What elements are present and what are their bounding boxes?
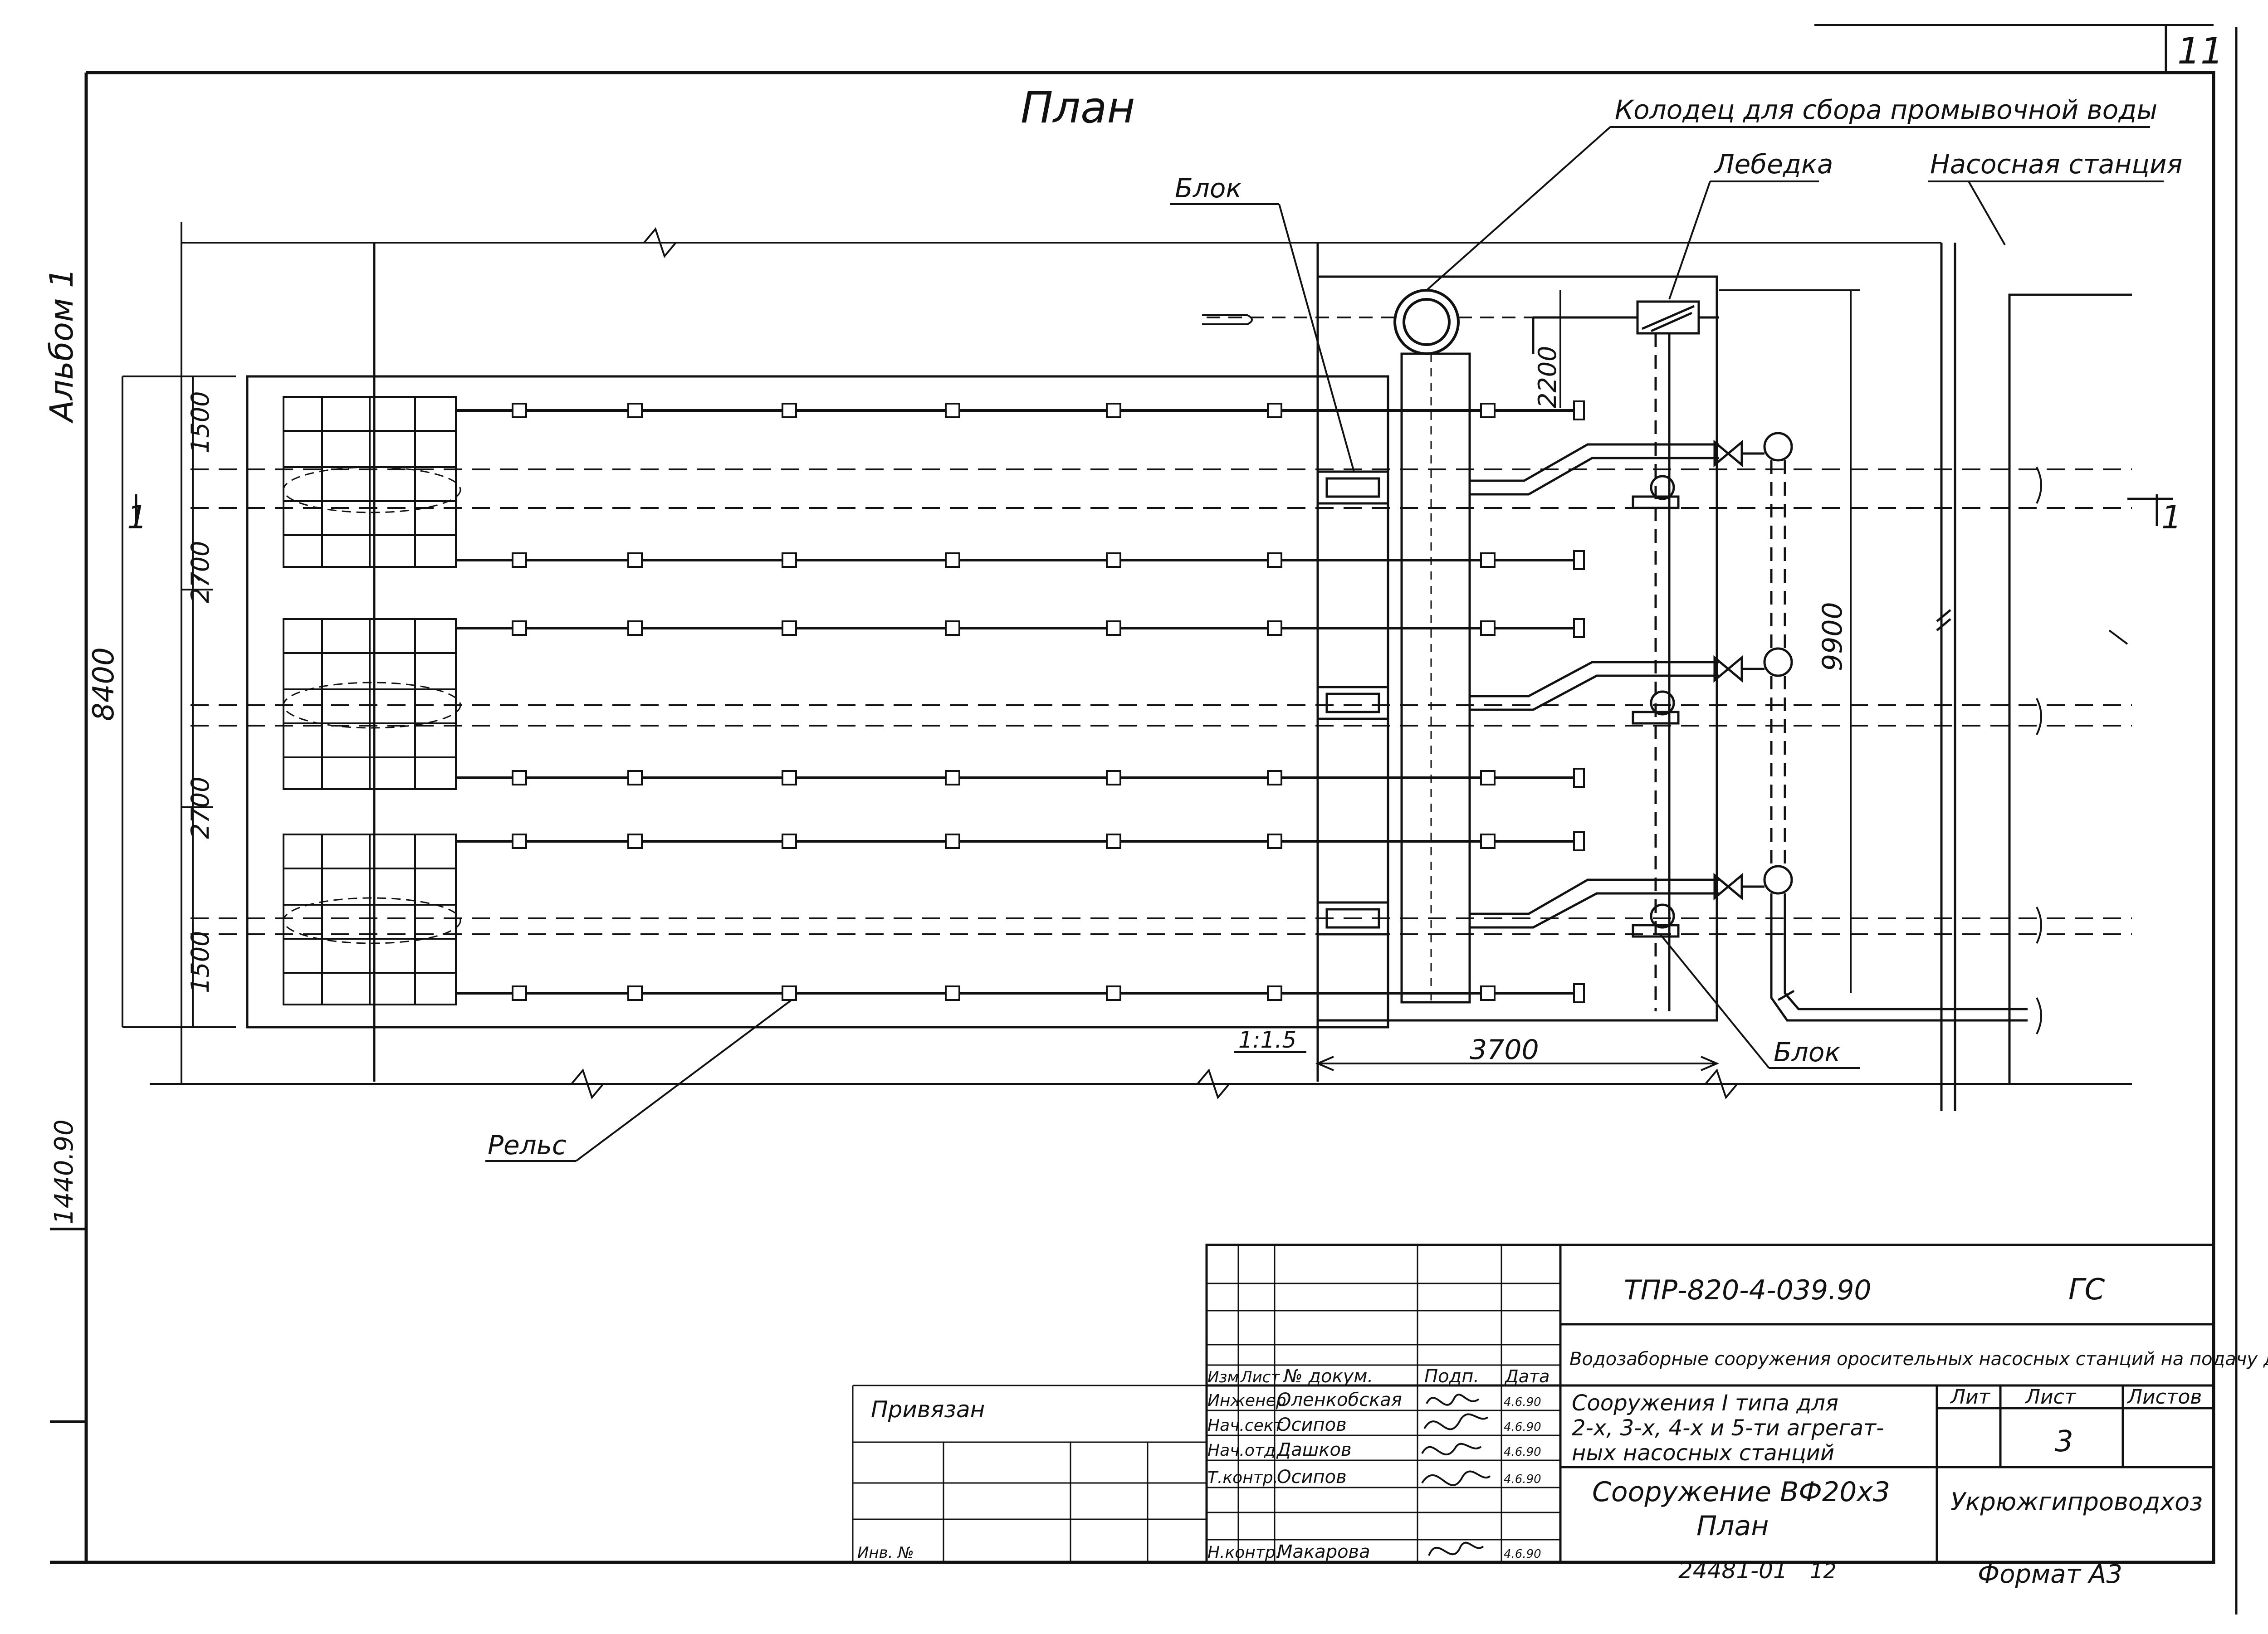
sheet-frame bbox=[50, 24, 2238, 1614]
dim-3700: 3700 bbox=[1470, 1034, 1539, 1066]
discharge-pipes bbox=[1470, 333, 2028, 1022]
staff-name: Оленкобская bbox=[1277, 1390, 1402, 1410]
rails bbox=[456, 409, 1583, 995]
archive-sheet: 12 bbox=[1810, 1559, 1837, 1583]
rail-sleepers bbox=[512, 400, 1585, 1003]
format-label: Формат А3 bbox=[1978, 1560, 2122, 1589]
staff-role: Т.контр. bbox=[1207, 1468, 1278, 1487]
pulley-blocks bbox=[1316, 470, 1389, 936]
signatures bbox=[1421, 1394, 1491, 1556]
dim-2700-top: 2700 bbox=[186, 541, 215, 603]
callout-winch: Лебедка bbox=[1714, 149, 1833, 180]
staff-name: Макарова bbox=[1277, 1541, 1370, 1562]
slope-label: 1:1.5 bbox=[1238, 1027, 1296, 1053]
staff-date: 4.6.90 bbox=[1504, 1395, 1541, 1409]
section-marks bbox=[135, 494, 2173, 526]
staff-role: Нач.сект bbox=[1207, 1416, 1284, 1435]
callout-rail: Рельс bbox=[488, 1130, 567, 1161]
part-title-1: Сооружения I типа для bbox=[1572, 1390, 1838, 1416]
staff-date: 4.6.90 bbox=[1504, 1473, 1541, 1486]
staff-role: Нач.отд bbox=[1207, 1441, 1276, 1460]
title-block-grid bbox=[852, 1244, 2215, 1564]
dim-1500-bottom: 1500 bbox=[186, 931, 215, 993]
project-title: Водозаборные сооружения оросительных нас… bbox=[1569, 1349, 2268, 1370]
cable-centre-lines bbox=[191, 468, 2132, 935]
lit-header: Лит bbox=[1950, 1385, 1991, 1409]
staff-role: Н.контр. bbox=[1207, 1543, 1281, 1562]
dimension-lines-right bbox=[1315, 289, 1860, 1071]
sheet-number: 11 bbox=[2177, 30, 2224, 72]
staff-date: 4.6.90 bbox=[1504, 1445, 1541, 1459]
filter-cassettes bbox=[283, 396, 461, 1005]
hdr-list: Лист bbox=[1240, 1368, 1280, 1386]
collection-well bbox=[1202, 289, 1533, 355]
staff-date: 4.6.90 bbox=[1504, 1547, 1541, 1561]
listov-header: Листов bbox=[2126, 1385, 2202, 1409]
dim-2700-bottom: 2700 bbox=[186, 777, 215, 839]
sheet-title-2: План bbox=[1696, 1510, 1769, 1542]
dim-1500-top: 1500 bbox=[186, 391, 215, 454]
pump-station bbox=[1936, 243, 2132, 1111]
section-right-label: 1 bbox=[2161, 499, 2182, 536]
hdr-doc: № докум. bbox=[1283, 1366, 1373, 1387]
doc-code: ТПР-820-4-039.90 bbox=[1624, 1274, 1872, 1306]
callout-well: Колодец для сбора промывочной воды bbox=[1615, 94, 2157, 125]
hdr-date: Дата bbox=[1504, 1366, 1549, 1386]
hdr-izm: Изм bbox=[1207, 1368, 1239, 1386]
list-header: Лист bbox=[2024, 1385, 2077, 1409]
stage: ГС bbox=[2068, 1273, 2105, 1307]
privyazan: Привязан bbox=[871, 1396, 985, 1423]
sheet-value: 3 bbox=[2055, 1425, 2073, 1458]
dimension-lines-outer bbox=[122, 222, 2132, 1100]
side-stamp: 1440.90 bbox=[49, 1119, 79, 1224]
staff-role: Инженер bbox=[1207, 1391, 1286, 1410]
staff-rows: Инженер Оленкобская 4.6.90 Нач.сект Осип… bbox=[1207, 1390, 1541, 1562]
section-left-label: 1 bbox=[127, 499, 147, 536]
part-title-3: ных насосных станций bbox=[1572, 1440, 1834, 1466]
staff-date: 4.6.90 bbox=[1504, 1420, 1541, 1434]
winch-drives bbox=[1632, 475, 1680, 938]
plan-title: План bbox=[1021, 83, 1135, 133]
leader-lines bbox=[485, 126, 2164, 1162]
callout-block-bottom: Блок bbox=[1774, 1037, 1840, 1068]
dim-2200: 2200 bbox=[1533, 346, 1562, 408]
archive-number: 24481-01 bbox=[1678, 1557, 1788, 1584]
hdr-sign: Подп. bbox=[1424, 1366, 1479, 1387]
dim-9900: 9900 bbox=[1817, 602, 1848, 671]
inv-label: Инв. № bbox=[857, 1544, 914, 1562]
callout-pump-station: Насосная станция bbox=[1930, 149, 2182, 180]
basin-outline bbox=[246, 243, 1718, 1082]
side-label: Альбом 1 bbox=[43, 268, 80, 424]
dim-8400: 8400 bbox=[87, 647, 121, 721]
organization: Укрюжгипроводхоз bbox=[1950, 1488, 2203, 1516]
staff-name: Осипов bbox=[1277, 1467, 1347, 1488]
part-title-2: 2-х, 3-х, 4-х и 5-ти агрегат- bbox=[1572, 1415, 1884, 1441]
sheet-title-1: Сооружение ВФ20х3 bbox=[1592, 1476, 1890, 1508]
staff-name: Дашков bbox=[1276, 1439, 1352, 1460]
staff-name: Осипов bbox=[1277, 1415, 1347, 1435]
callout-block-top: Блок bbox=[1175, 173, 1242, 204]
